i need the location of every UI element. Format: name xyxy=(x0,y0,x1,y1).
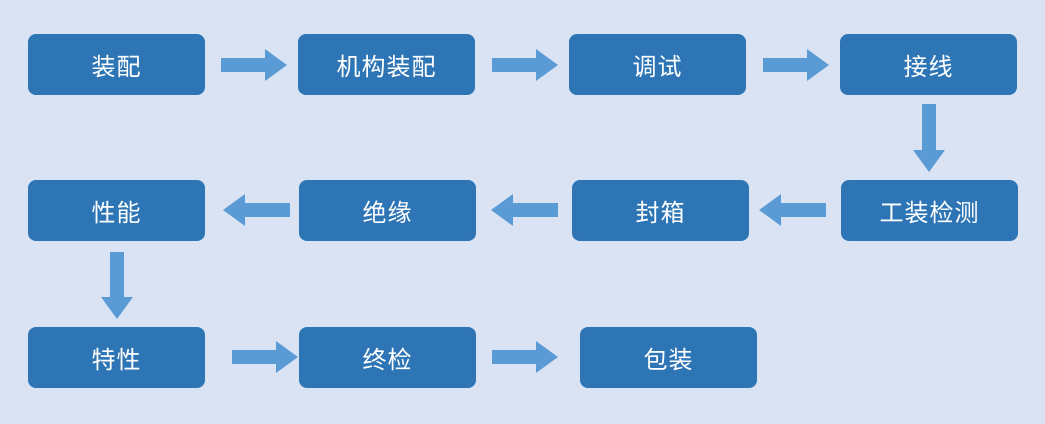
step-mechanism-assembly: 机构装配 xyxy=(298,34,475,95)
step-debugging: 调试 xyxy=(569,34,746,95)
step-assembly: 装配 xyxy=(28,34,205,95)
arrow-right-icon xyxy=(492,341,558,373)
step-fixture-test: 工装检测 xyxy=(841,180,1018,241)
arrow-right-icon xyxy=(221,49,287,81)
step-wiring: 接线 xyxy=(840,34,1017,95)
arrow-right-icon xyxy=(232,341,298,373)
arrow-right-icon xyxy=(763,49,829,81)
step-sealing: 封箱 xyxy=(572,180,749,241)
arrow-down-icon xyxy=(101,252,133,319)
arrow-down-icon xyxy=(913,104,945,172)
arrow-left-icon xyxy=(491,194,558,226)
step-performance: 性能 xyxy=(28,180,205,241)
step-insulation: 绝缘 xyxy=(299,180,476,241)
step-characteristics: 特性 xyxy=(28,327,205,388)
arrow-left-icon xyxy=(759,194,826,226)
arrow-left-icon xyxy=(223,194,290,226)
step-packaging: 包装 xyxy=(580,327,757,388)
arrow-right-icon xyxy=(492,49,558,81)
step-final-inspection: 终检 xyxy=(299,327,476,388)
